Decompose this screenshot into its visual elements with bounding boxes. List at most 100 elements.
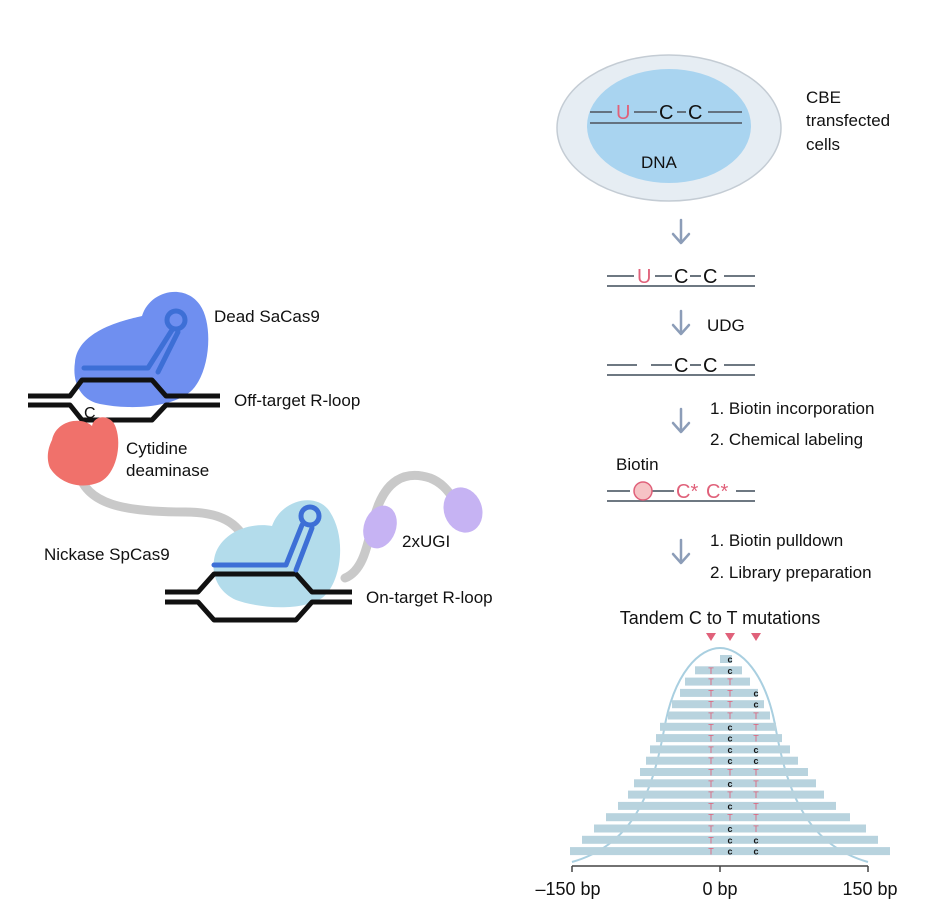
mutation-marker-1 <box>706 633 716 641</box>
read-t-mutation: T <box>727 768 733 778</box>
mutation-marker-3 <box>751 633 761 641</box>
read-t-mutation: T <box>753 722 759 732</box>
cytidine-deaminase-shape <box>47 417 119 486</box>
read-t-mutation: T <box>727 790 733 800</box>
deaminase-label: deaminase <box>126 461 209 480</box>
linker-nickase-ugi <box>340 470 465 583</box>
read-t-mutation: T <box>753 813 759 823</box>
nickase-spcas9-label: Nickase SpCas9 <box>44 545 170 564</box>
read-c-base: c <box>727 722 732 732</box>
read-t-mutation: T <box>753 790 759 800</box>
read-t-mutation: T <box>727 711 733 721</box>
ugi-label: 2xUGI <box>402 532 450 551</box>
read-c-base: c <box>727 655 732 665</box>
read-t-mutation: T <box>708 745 714 755</box>
arrow-down-2 <box>671 309 691 336</box>
arrow-down-1 <box>671 218 691 245</box>
read-t-mutation: T <box>708 756 714 766</box>
seq3-c-letter-2: C <box>703 355 717 377</box>
cell-label-line3: cells <box>806 135 840 154</box>
nucleus <box>587 69 751 183</box>
read-bar <box>628 790 824 799</box>
read-t-mutation: T <box>727 813 733 823</box>
read-row: c <box>720 655 733 665</box>
read-t-mutation: T <box>708 700 714 710</box>
read-c-base: c <box>753 745 758 755</box>
read-t-mutation: T <box>708 677 714 687</box>
sequence-2: U C C <box>607 262 755 288</box>
read-c-base: c <box>727 734 732 744</box>
read-bar <box>685 677 750 686</box>
read-t-mutation: T <box>708 666 714 676</box>
read-t-mutation: T <box>708 768 714 778</box>
dead-sacas9-shape <box>74 291 209 408</box>
read-bar <box>650 745 790 754</box>
seq2-c-letter-1: C <box>674 266 688 288</box>
sequence-3: C C <box>607 351 755 377</box>
off-target-dna <box>28 377 220 423</box>
arrow-down-3 <box>671 407 691 434</box>
seq3-c-letter-1: C <box>674 355 688 377</box>
read-t-mutation: T <box>708 734 714 744</box>
dead-sacas9-label: Dead SaCas9 <box>214 307 320 326</box>
biotin-label: Biotin <box>616 455 659 474</box>
read-bar <box>695 666 742 675</box>
mutation-marker-2 <box>725 633 735 641</box>
seq4-cstar-2: C* <box>706 481 728 503</box>
read-c-base: c <box>753 700 758 710</box>
read-c-base: c <box>753 847 758 857</box>
read-c-base: c <box>727 847 732 857</box>
left-panel: Dead SaCas9 Off-target R-loop C Cytidine… <box>28 291 493 623</box>
axis-label-min: –150 bp <box>535 879 600 899</box>
cell-seq-bg <box>612 100 708 120</box>
read-bar <box>570 847 890 856</box>
on-target-rloop-label: On-target R-loop <box>366 588 493 607</box>
read-bar <box>594 824 866 833</box>
step-biotin-incorporation: 1. Biotin incorporation <box>710 399 874 418</box>
c-base-label: C <box>84 405 96 422</box>
on-target-dna <box>165 571 352 623</box>
read-c-base: c <box>727 756 732 766</box>
read-bar <box>646 756 798 765</box>
read-c-base: c <box>727 666 732 676</box>
read-t-mutation: T <box>753 734 759 744</box>
read-t-mutation: T <box>727 700 733 710</box>
read-t-mutation: T <box>753 779 759 789</box>
read-bar <box>720 655 732 663</box>
read-t-mutation: T <box>753 801 759 811</box>
read-t-mutation: T <box>708 722 714 732</box>
read-t-mutation: T <box>753 711 759 721</box>
read-t-mutation: T <box>708 813 714 823</box>
ugi-shape-1 <box>363 505 397 549</box>
cell-c-letter-2: C <box>688 102 702 124</box>
read-t-mutation: T <box>708 779 714 789</box>
spcas9-guide-rna <box>211 504 322 573</box>
read-t-mutation: T <box>708 711 714 721</box>
linker-deaminase-nickase <box>73 465 253 550</box>
read-bar <box>668 711 770 720</box>
read-t-mutation: T <box>753 824 759 834</box>
cell-label-line1: CBE <box>806 88 841 107</box>
read-bar <box>672 700 764 709</box>
read-t-mutation: T <box>708 847 714 857</box>
right-panel: U C C DNA CBE transfected cells U C C UD… <box>535 54 898 899</box>
read-bar <box>660 722 776 731</box>
axis-label-max: 150 bp <box>842 879 897 899</box>
read-c-base: c <box>753 688 758 698</box>
off-target-rloop-label: Off-target R-loop <box>234 391 360 410</box>
read-c-base: c <box>727 835 732 845</box>
step-biotin-pulldown: 1. Biotin pulldown <box>710 531 843 550</box>
